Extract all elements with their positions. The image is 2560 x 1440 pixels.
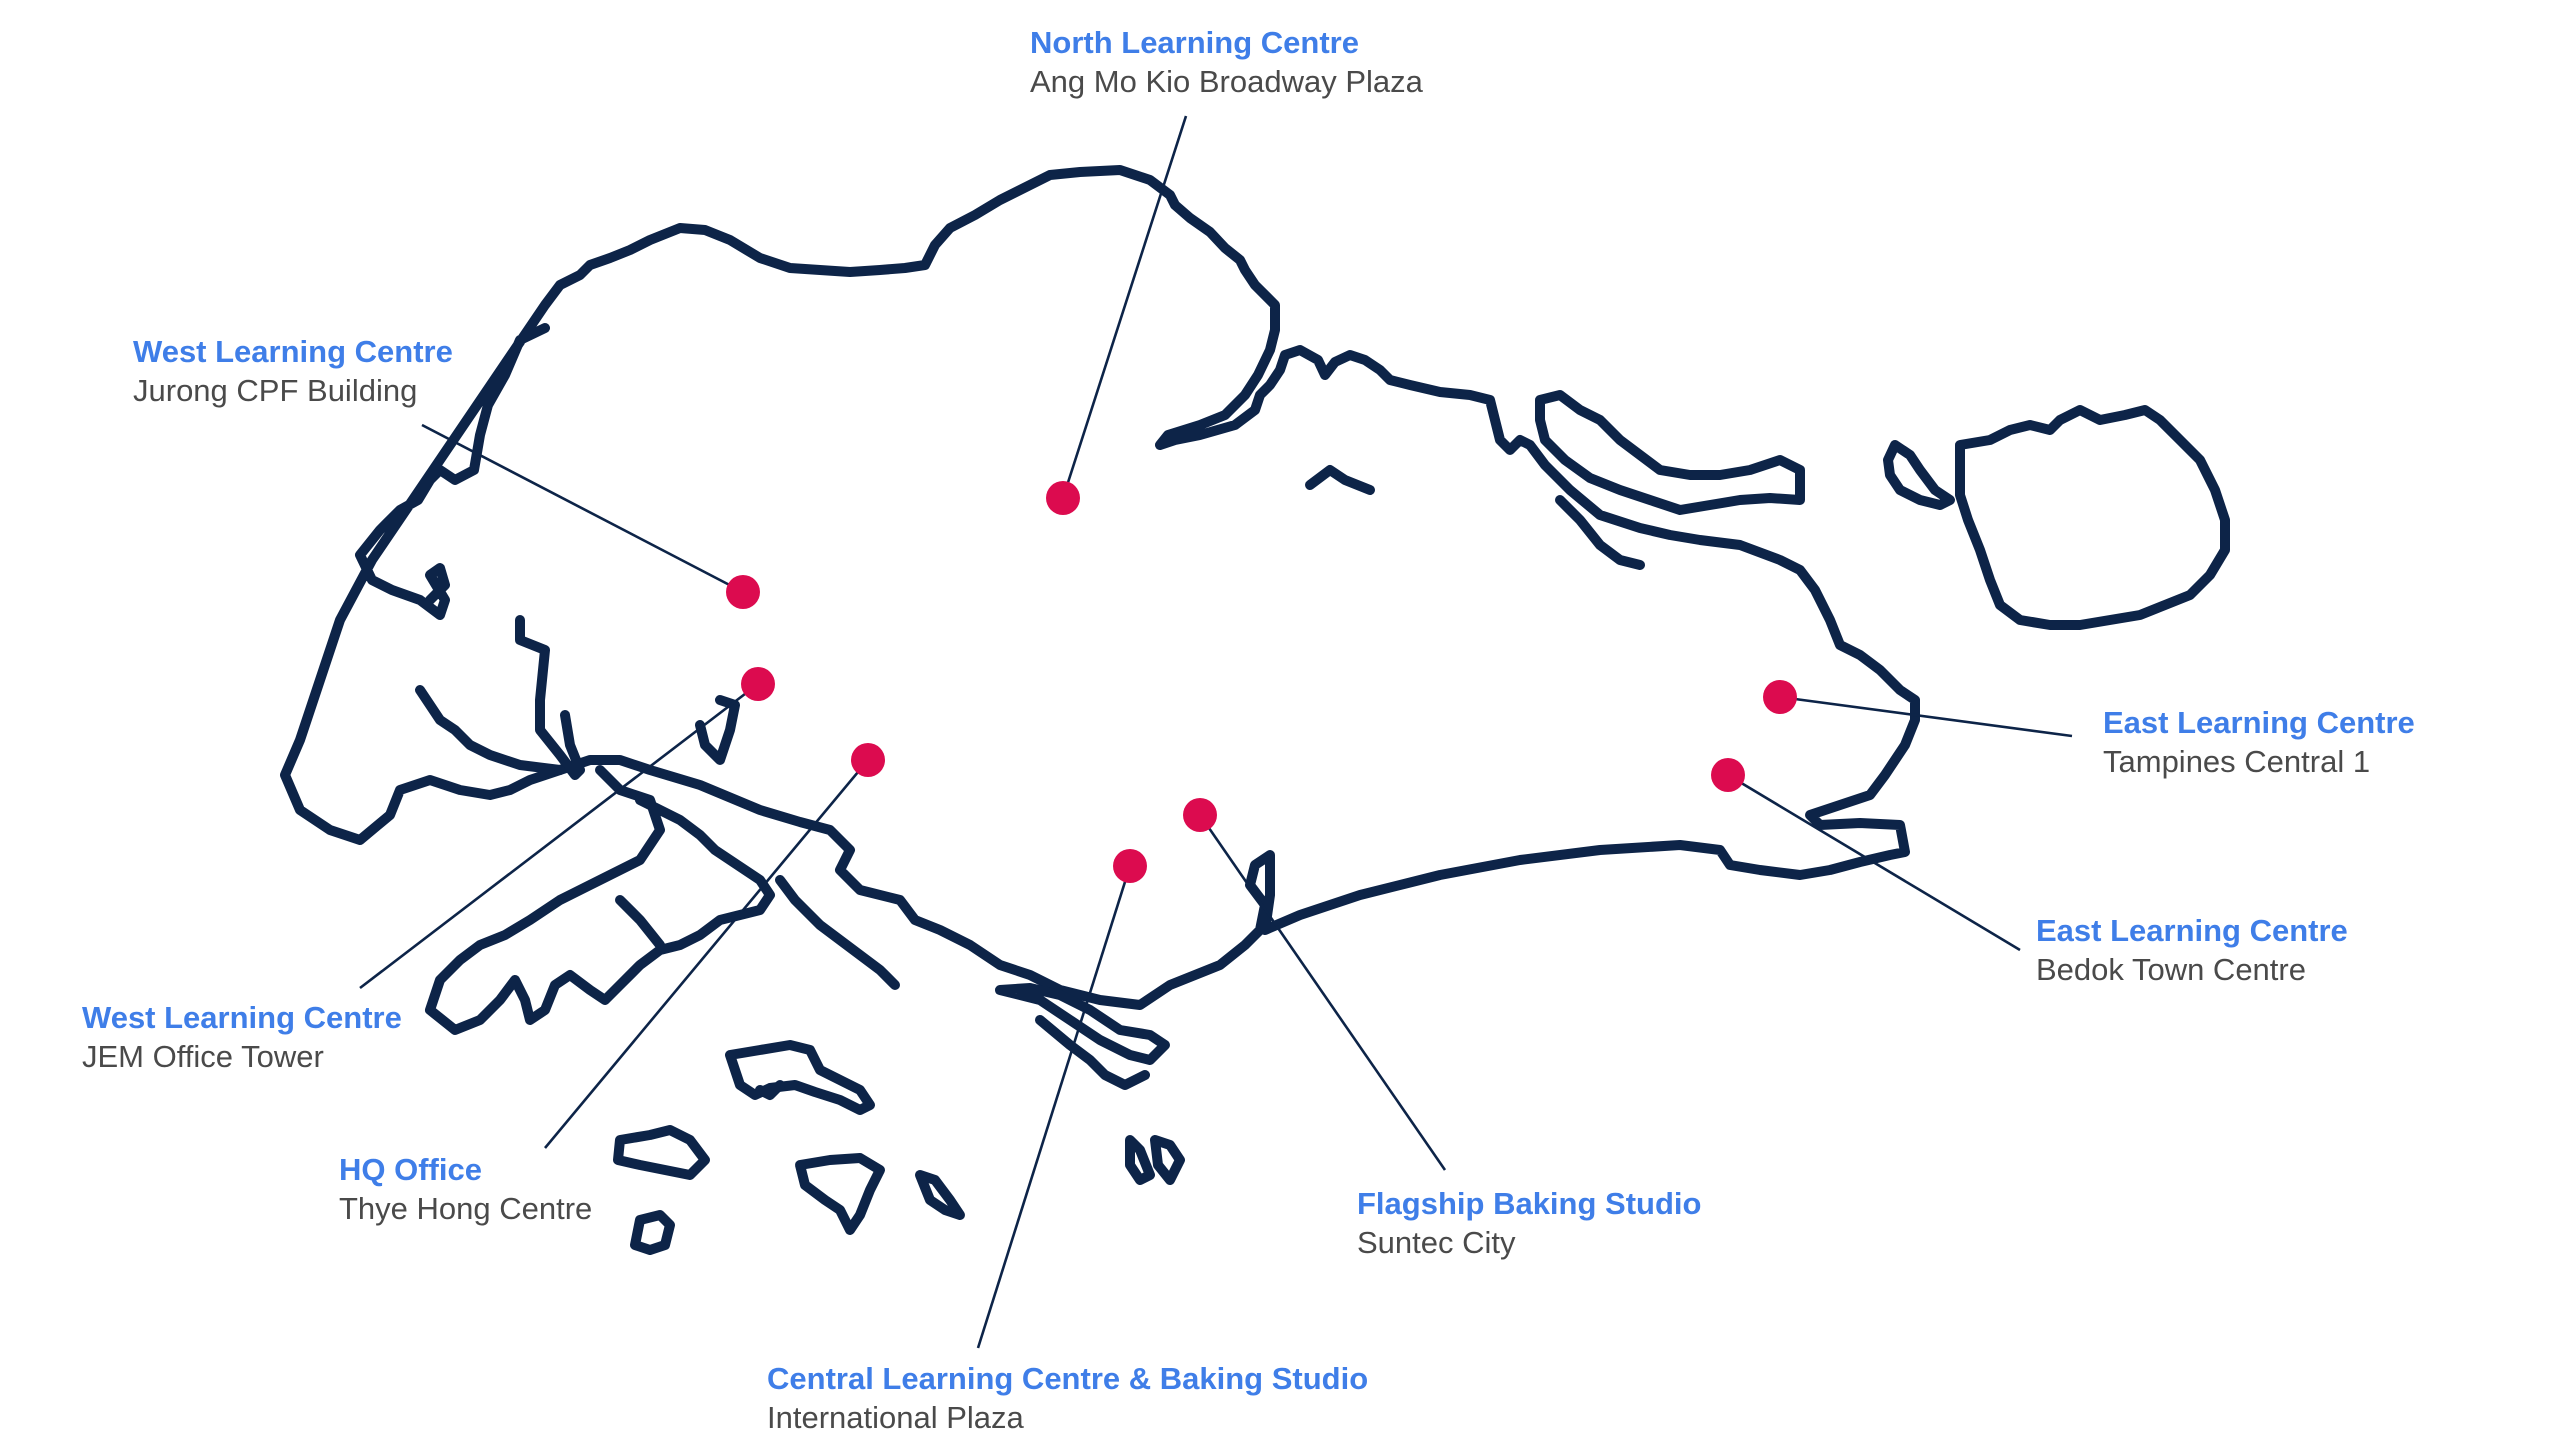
marker-hq[interactable] [851,743,885,777]
location-subtitle: Jurong CPF Building [133,373,417,408]
location-subtitle: JEM Office Tower [82,1039,324,1074]
label-east-bedok[interactable]: East Learning Centre Bedok Town Centre [2036,913,2348,987]
location-title: East Learning Centre [2036,913,2348,948]
location-subtitle: Bedok Town Centre [2036,952,2306,987]
location-markers [726,481,1797,883]
label-flagship[interactable]: Flagship Baking Studio Suntec City [1357,1186,1701,1260]
location-subtitle: Thye Hong Centre [339,1191,592,1226]
location-title: HQ Office [339,1152,482,1187]
location-subtitle: Tampines Central 1 [2103,744,2370,779]
leader-west-jurong [421,423,744,594]
location-subtitle: Suntec City [1357,1225,1516,1260]
location-subtitle: International Plaza [767,1400,1025,1435]
leader-lines [359,115,2073,1349]
location-title: West Learning Centre [133,334,453,369]
label-west-jurong[interactable]: West Learning Centre Jurong CPF Building [133,334,453,408]
leader-east-bedok [1727,773,2021,952]
main-island-outline [280,165,1920,1090]
location-title: North Learning Centre [1030,25,1359,60]
location-title: West Learning Centre [82,1000,402,1035]
leader-west-jem [359,682,759,990]
marker-west-jurong[interactable] [726,575,760,609]
marker-central[interactable] [1113,849,1147,883]
leader-north [1061,115,1188,499]
location-subtitle: Ang Mo Kio Broadway Plaza [1030,64,1424,99]
southern-islands [613,1040,1185,1255]
label-central[interactable]: Central Learning Centre & Baking Studio … [767,1361,1368,1435]
label-west-jem[interactable]: West Learning Centre JEM Office Tower [82,1000,402,1074]
leader-central [976,865,1132,1349]
leader-east-tampines [1779,695,2073,738]
northeast-islands [1535,390,2230,630]
marker-west-jem[interactable] [741,667,775,701]
location-title: East Learning Centre [2103,705,2415,740]
label-hq[interactable]: HQ Office Thye Hong Centre [339,1152,592,1226]
leader-hq [544,759,869,1149]
label-north[interactable]: North Learning Centre Ang Mo Kio Broadwa… [1030,25,1424,99]
label-east-tampines[interactable]: East Learning Centre Tampines Central 1 [2103,705,2415,779]
marker-east-tampines[interactable] [1763,680,1797,714]
location-labels: North Learning Centre Ang Mo Kio Broadwa… [82,25,2415,1435]
leader-flagship [1198,814,1447,1171]
location-title: Central Learning Centre & Baking Studio [767,1361,1368,1396]
marker-east-bedok[interactable] [1711,758,1745,792]
marker-flagship[interactable] [1183,798,1217,832]
location-title: Flagship Baking Studio [1357,1186,1701,1221]
marker-north[interactable] [1046,481,1080,515]
